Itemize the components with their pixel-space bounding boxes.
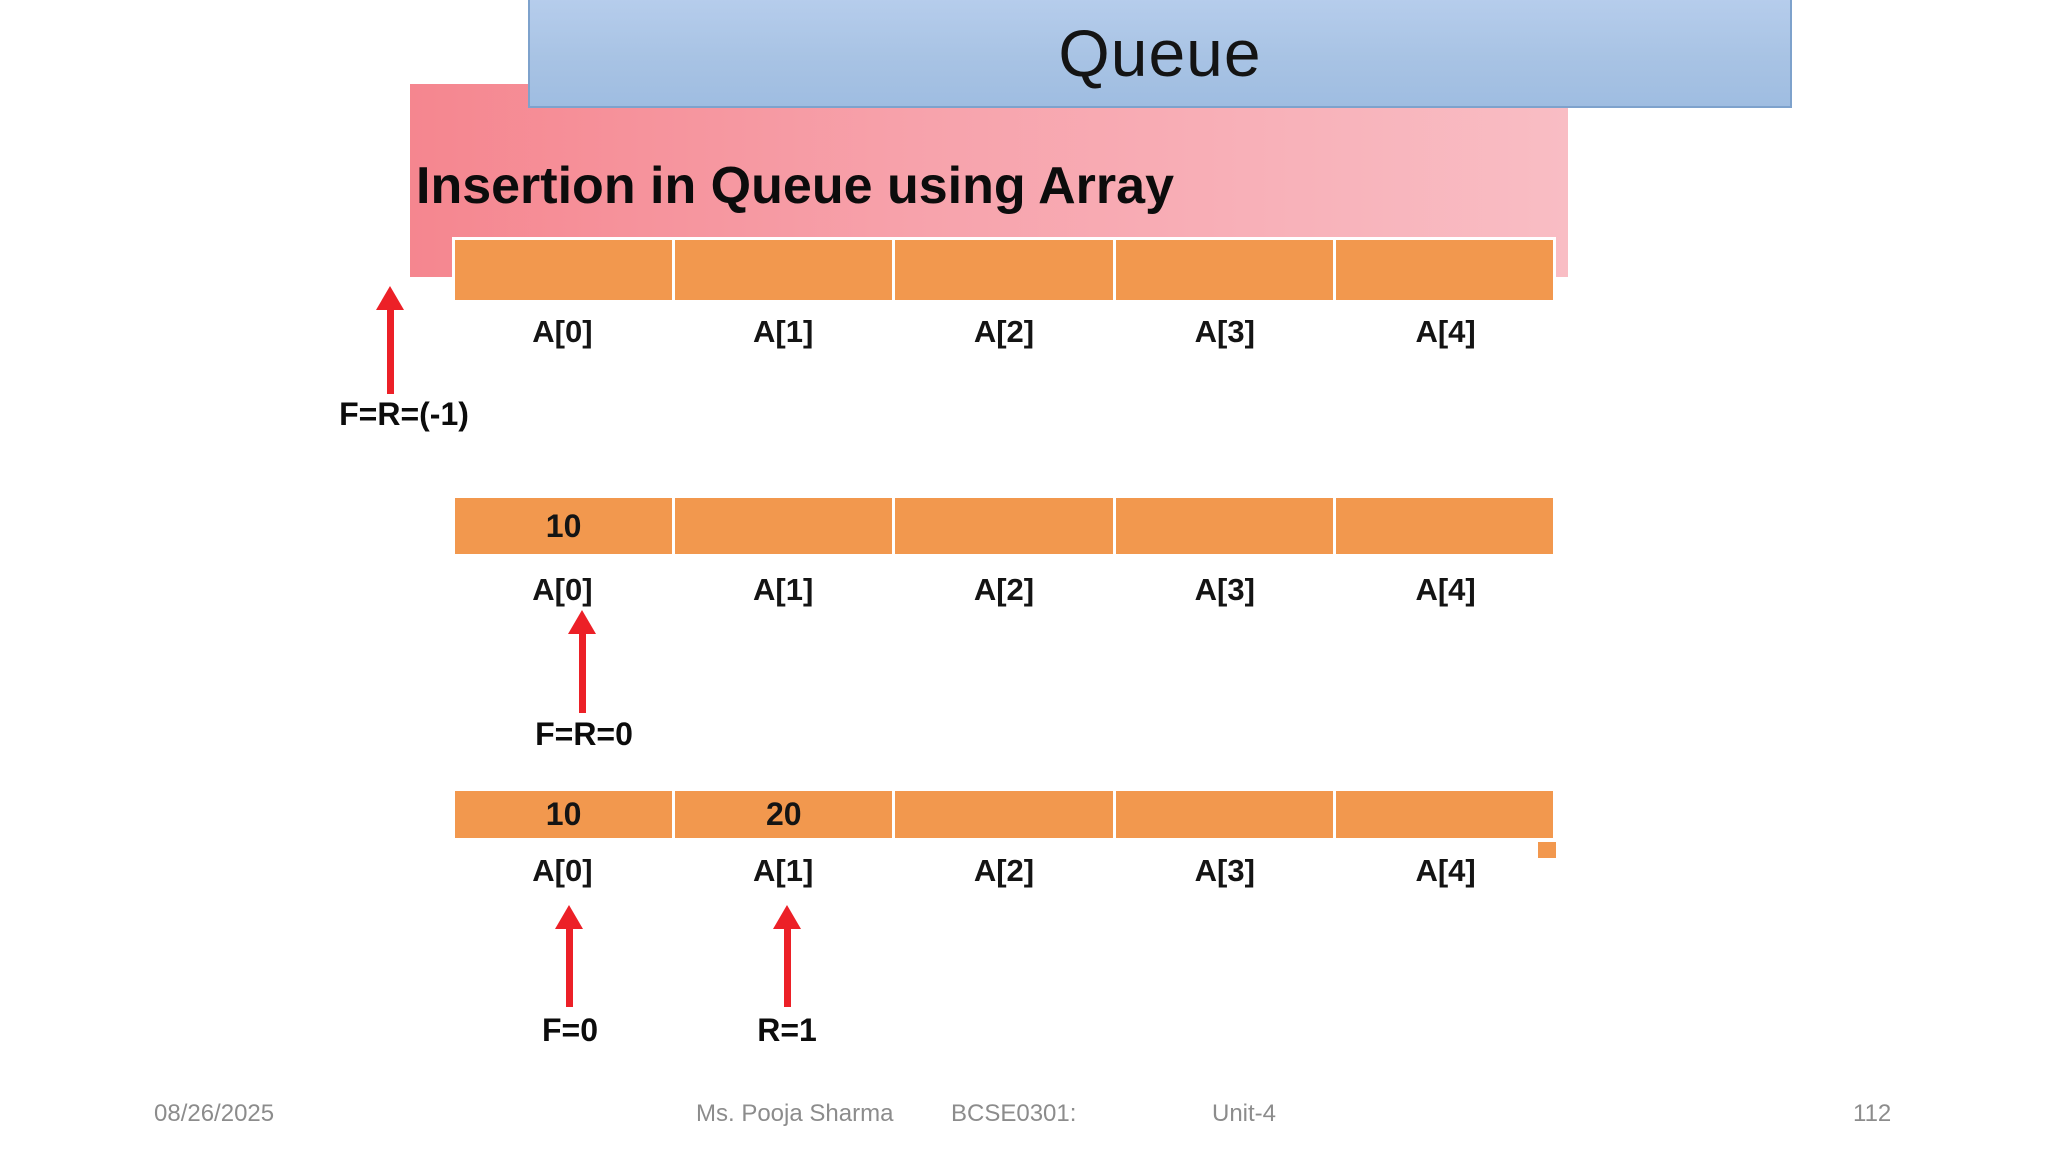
- array-state-1-labels: A[0] A[1] A[2] A[3] A[4]: [452, 314, 1556, 350]
- array-state-3: 10 20: [452, 788, 1556, 841]
- array-state-3-corner-notch: [1538, 842, 1556, 858]
- array3-cell-2: [895, 791, 1113, 838]
- array3-cell-0: 10: [455, 791, 673, 838]
- pointer-label-rear: R=1: [757, 1012, 817, 1048]
- pointer-arrow-rear: [773, 905, 801, 1007]
- array3-cell-3: [1115, 791, 1333, 838]
- arrow-shaft: [578, 634, 586, 713]
- footer-unit: Unit-4: [1212, 1100, 1277, 1127]
- pointer-label-front: F=0: [541, 1012, 599, 1048]
- array-state-2: 10: [452, 495, 1556, 557]
- array1-cell-1: [675, 240, 893, 300]
- array-state-2-labels: A[0] A[1] A[2] A[3] A[4]: [452, 572, 1556, 608]
- pointer-arrow-front-rear-zero: [568, 610, 596, 713]
- array2-cell-0: 10: [455, 498, 673, 554]
- array2-label-1: A[1]: [753, 572, 814, 607]
- footer-page-number: 112: [1853, 1100, 1892, 1127]
- array3-cell-4: [1335, 791, 1554, 838]
- array1-cell-0: [455, 240, 673, 300]
- array2-cell-1: [675, 498, 893, 554]
- slide-subtitle: Insertion in Queue using Array: [416, 157, 1174, 215]
- arrow-head-icon: [568, 610, 596, 634]
- arrow-shaft: [783, 929, 791, 1007]
- pointer-arrow-front-rear-initial: [376, 286, 404, 394]
- pointer-label-front-rear-zero: F=R=0: [535, 716, 633, 752]
- array3-cell-1: 20: [675, 791, 893, 838]
- pointer-label-front-rear-initial: F=R=(-1): [339, 396, 469, 432]
- pointer-arrow-front: [555, 905, 583, 1007]
- array2-label-4: A[4]: [1415, 572, 1476, 607]
- arrow-head-icon: [555, 905, 583, 929]
- footer-course-code: BCSE0301:: [951, 1100, 1077, 1127]
- array2-cell-2: [895, 498, 1113, 554]
- array3-label-4: A[4]: [1415, 853, 1476, 888]
- array2-cell-4: [1335, 498, 1554, 554]
- array2-label-0: A[0]: [532, 572, 593, 607]
- array1-label-4: A[4]: [1415, 314, 1476, 349]
- array2-label-3: A[3]: [1194, 572, 1255, 607]
- arrow-head-icon: [376, 286, 404, 310]
- array3-label-3: A[3]: [1194, 853, 1255, 888]
- arrow-head-icon: [773, 905, 801, 929]
- array1-cell-2: [895, 240, 1113, 300]
- array1-cell-4: [1335, 240, 1554, 300]
- array2-cell-3: [1115, 498, 1333, 554]
- array1-label-1: A[1]: [753, 314, 814, 349]
- arrow-shaft: [565, 929, 573, 1007]
- array-state-1: [452, 237, 1556, 303]
- array3-label-0: A[0]: [532, 853, 593, 888]
- array1-label-0: A[0]: [532, 314, 593, 349]
- arrow-shaft: [386, 310, 394, 394]
- array2-label-2: A[2]: [973, 572, 1035, 607]
- array1-label-3: A[3]: [1194, 314, 1255, 349]
- array3-label-2: A[2]: [973, 853, 1035, 888]
- array3-label-1: A[1]: [753, 853, 814, 888]
- title-banner: Queue: [528, 0, 1792, 108]
- footer-date: 08/26/2025: [154, 1100, 275, 1127]
- slide-title: Queue: [1058, 15, 1262, 90]
- array-state-3-labels: A[0] A[1] A[2] A[3] A[4]: [452, 853, 1556, 889]
- array1-label-2: A[2]: [973, 314, 1035, 349]
- array1-cell-3: [1115, 240, 1333, 300]
- footer-author: Ms. Pooja Sharma: [696, 1100, 894, 1127]
